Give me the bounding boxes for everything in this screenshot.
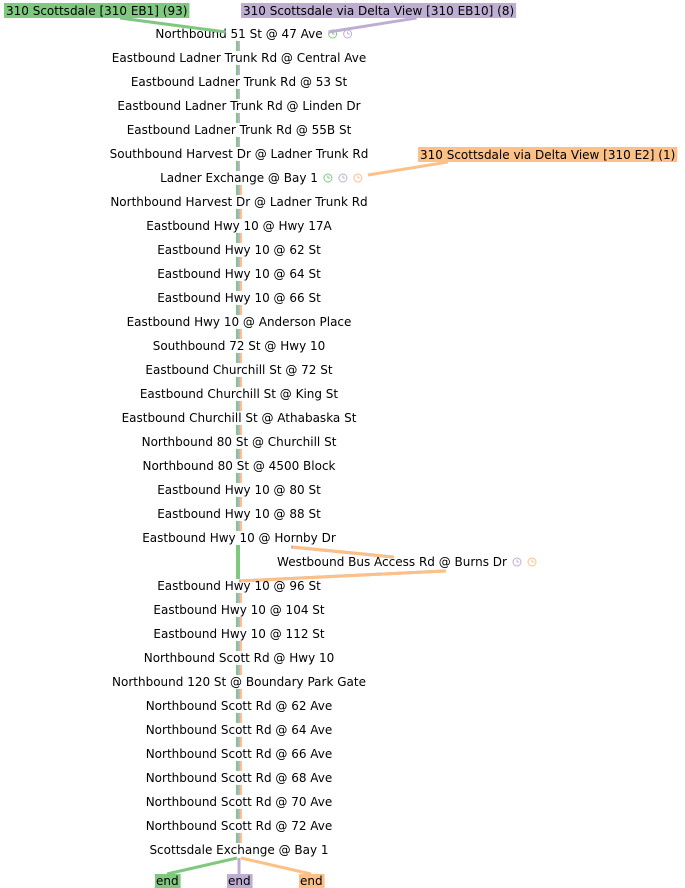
stop-label: Northbound Scott Rd @ 70 Ave [146,795,333,809]
route-label-box [418,147,678,162]
end-connector [166,856,238,876]
clock-icon [338,173,348,183]
end-label: end [228,874,251,888]
route-label-eb10: 310 Scottsdale via Delta View [310 EB10]… [241,3,517,34]
route-segment [240,569,447,583]
route-lines [236,41,447,843]
clock-icon [512,557,522,567]
stop-label: Eastbound Hwy 10 @ Hwy 17A [146,219,332,233]
stop-label: Eastbound Ladner Trunk Rd @ Linden Dr [117,99,360,113]
stop-label: Northbound Harvest Dr @ Ladner Trunk Rd [110,195,367,209]
clock-icon [323,173,333,183]
route-legend: 310 Scottsdale [310 EB1] (93) 310 Scottsd… [4,3,678,888]
stop-label: Northbound 80 St @ 4500 Block [142,459,335,473]
stop-label: Southbound 72 St @ Hwy 10 [153,339,326,353]
clock-icon [353,173,363,183]
stop-label: Southbound Harvest Dr @ Ladner Trunk Rd [110,147,369,161]
end-marker: end [155,874,181,888]
stop-label: Northbound 51 St @ 47 Ave [155,27,322,41]
stop-label: Eastbound Hwy 10 @ 66 St [157,291,321,305]
stop-label: Eastbound Ladner Trunk Rd @ 55B St [127,123,352,137]
stop-label: Eastbound Hwy 10 @ 88 St [157,507,321,521]
stop-label: Westbound Bus Access Rd @ Burns Dr [277,555,507,569]
route-label-connector [119,16,226,34]
clock-icon [343,29,353,39]
stop-label: Eastbound Churchill St @ King St [140,387,339,401]
stop-label: Eastbound Hwy 10 @ 112 St [153,627,324,641]
route-label-e2: 310 Scottsdale via Delta View [310 E2] (… [367,147,678,177]
route-segment [292,545,395,559]
route-label-eb1: 310 Scottsdale [310 EB1] (93) [4,3,226,34]
stop-label: Eastbound Ladner Trunk Rd @ Central Ave [112,51,366,65]
stop-label: Eastbound Hwy 10 @ 96 St [157,579,321,593]
route-label-text: 310 Scottsdale via Delta View [310 EB10]… [243,4,514,18]
stop-label: Eastbound Churchill St @ Athabaska St [122,411,357,425]
stop-label: Northbound Scott Rd @ 62 Ave [146,699,333,713]
stop-label: Eastbound Hwy 10 @ Hornby Dr [142,531,336,545]
end-marker: end [227,874,253,888]
stop-label: Northbound 120 St @ Boundary Park Gate [112,675,366,689]
stop-label: Northbound Scott Rd @ 64 Ave [146,723,333,737]
stop-label: Eastbound Churchill St @ 72 St [145,363,332,377]
stop-label: Eastbound Hwy 10 @ 80 St [157,483,321,497]
stop-label: Northbound Scott Rd @ Hwy 10 [144,651,335,665]
end-label: end [300,874,323,888]
route-label-text: 310 Scottsdale [310 EB1] (93) [6,4,187,18]
stop-label: Northbound Scott Rd @ 66 Ave [146,747,333,761]
stop-label: Eastbound Hwy 10 @ 104 St [153,603,324,617]
clock-icon [527,557,537,567]
route-label-box [241,3,517,18]
stop-label: Eastbound Hwy 10 @ 62 St [157,243,321,257]
stop-label: Eastbound Hwy 10 @ Anderson Place [127,315,352,329]
stop-label: Northbound Scott Rd @ 72 Ave [146,819,333,833]
stop-label: Scottsdale Exchange @ Bay 1 [149,843,328,857]
end-marker: end [299,874,325,888]
stop-label: Eastbound Ladner Trunk Rd @ 53 St [131,75,348,89]
stop-label: Ladner Exchange @ Bay 1 [160,171,318,185]
end-label: end [156,874,179,888]
route-label-box [4,3,190,18]
stop-label: Eastbound Hwy 10 @ 64 St [157,267,321,281]
stop-label: Northbound 80 St @ Churchill St [142,435,337,449]
end-connector [240,856,312,876]
route-label-text: 310 Scottsdale via Delta View [310 E2] (… [420,148,675,162]
stop-label: Northbound Scott Rd @ 68 Ave [146,771,333,785]
route-label-connector [367,160,449,177]
route-label-connector [328,16,417,34]
